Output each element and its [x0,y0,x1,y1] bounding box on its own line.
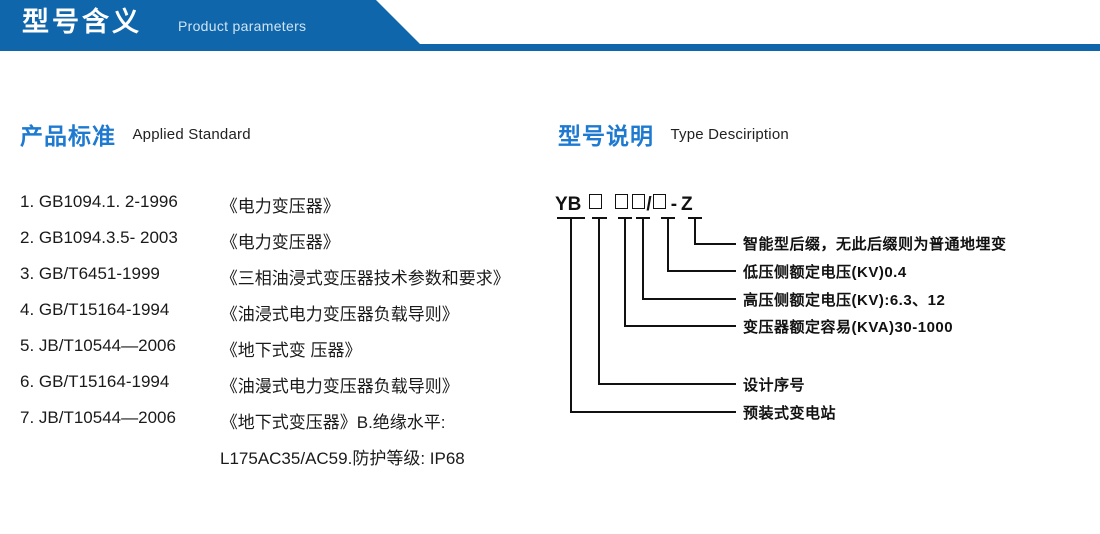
standard-item: 6. GB/T15164-1994 《油漫式电力变压器负载导则》 [20,372,540,408]
leader-vline-capacity [624,217,626,327]
section-heading-en: Type Desciription [670,125,789,143]
type-label-lv-voltage: 低压侧额定电压(KV)0.4 [743,264,907,281]
banner-block-left [0,0,340,44]
standard-item: 7. JB/T10544—2006 《地下式变压器》B.绝缘水平: [20,408,540,444]
section-heading-type-description: 型号说明 Type Desciription [558,117,789,151]
standard-continuation-line: L175AC35/AC59.防护等级: IP68 [220,449,465,468]
leader-vline-design-serial [598,217,600,385]
section-heading-applied-standard: 产品标准 Applied Standard [20,117,251,151]
leader-vline-suffix [694,217,696,245]
leader-vline-hv-voltage [642,217,644,300]
section-heading-cn: 型号说明 [558,123,654,149]
leader-hline-hv-voltage [642,298,736,300]
standard-item: 1. GB1094.1. 2-1996 《电力变压器》 [20,192,540,228]
leader-vline-substation [570,217,572,413]
type-label-substation: 预装式变电站 [743,405,837,422]
type-code-box-lv-voltage [652,194,666,209]
type-code-box-capacity-2 [632,194,646,209]
leader-vline-lv-voltage [667,217,669,272]
standard-item: 3. GB/T6451-1999 《三相油浸式变压器技术参数和要求》 [20,264,540,300]
type-code-box-capacity-1 [615,194,629,209]
standard-code: 4. GB/T15164-1994 [20,300,170,319]
standard-code: 3. GB/T6451-1999 [20,264,160,283]
type-code-diagram: YB/-Z 智能型后缀，无此后缀则为普通地埋变 低压侧额定电压(KV)0.4 高… [545,185,1090,435]
type-label-design-serial: 设计序号 [743,377,806,394]
standard-code: 7. JB/T10544—2006 [20,408,176,427]
page-title-en: Product parameters [178,18,307,34]
leader-hline-capacity [624,325,736,327]
standard-name: 《电力变压器》 [220,197,340,216]
standard-name: 《油浸式电力变压器负载导则》 [220,305,459,324]
section-heading-cn: 产品标准 [20,123,116,149]
leader-hline-substation [570,411,736,413]
standard-name: 《电力变压器》 [220,233,340,252]
type-code-string: YB/-Z [555,194,693,215]
type-label-hv-voltage: 高压侧额定电压(KV):6.3、12 [743,292,946,309]
standard-item: 4. GB/T15164-1994 《油浸式电力变压器负载导则》 [20,300,540,336]
standard-code: 2. GB1094.3.5- 2003 [20,228,178,247]
section-heading-en: Applied Standard [132,125,251,143]
standards-list: 1. GB1094.1. 2-1996 《电力变压器》 2. GB1094.3.… [20,192,540,480]
leader-hline-suffix [694,243,736,245]
standard-name: 《地下式变压器》B.绝缘水平: [220,413,446,432]
leader-hline-design-serial [598,383,736,385]
standard-code: 5. JB/T10544—2006 [20,336,176,355]
standard-name: 《油漫式电力变压器负载导则》 [220,377,459,396]
banner-underline-bar [0,44,1100,51]
standard-code: 6. GB/T15164-1994 [20,372,170,391]
type-code-prefix: YB [555,194,582,215]
standard-item: 2. GB1094.3.5- 2003 《电力变压器》 [20,228,540,264]
type-label-suffix: 智能型后缀，无此后缀则为普通地埋变 [743,236,1007,253]
standard-item: 5. JB/T10544—2006 《地下式变 压器》 [20,336,540,372]
standard-code: 1. GB1094.1. 2-1996 [20,192,178,211]
standard-name: 《地下式变 压器》 [220,341,362,360]
type-label-capacity: 变压器额定容易(KVA)30-1000 [743,319,954,336]
type-code-box-design-serial [589,194,603,209]
standard-name: 《三相油浸式变压器技术参数和要求》 [220,269,510,288]
leader-hline-lv-voltage [667,270,736,272]
header-banner: 型号含义 Product parameters [0,0,1100,56]
page-title-cn: 型号含义 [22,7,142,37]
